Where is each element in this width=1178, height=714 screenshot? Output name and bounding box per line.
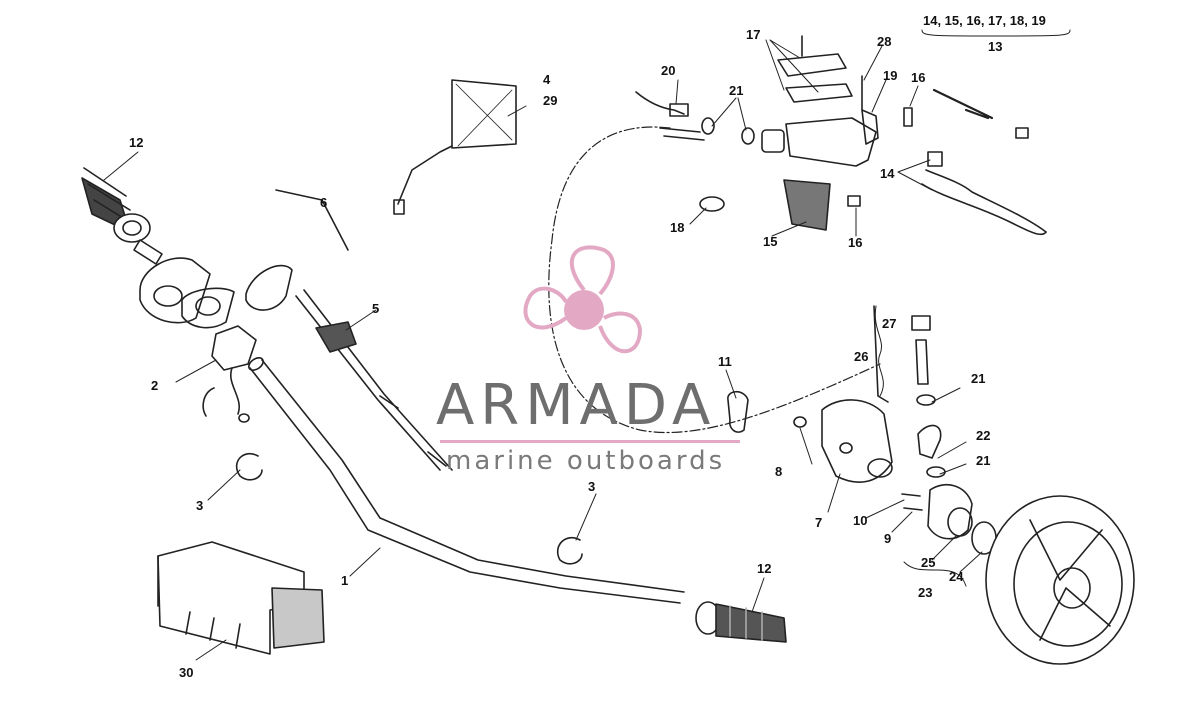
callout-27: 27 (882, 316, 897, 331)
cover-guard (157, 541, 325, 655)
watermark-rule (440, 440, 740, 443)
callout-5: 5 (372, 301, 380, 316)
callout-22: 22 (976, 428, 991, 443)
clip-ring-right (556, 536, 583, 565)
clip-ring-left (235, 452, 263, 481)
callout-17: 17 (746, 27, 761, 42)
callout-14: 14 (880, 166, 895, 181)
callout-9: 9 (884, 531, 892, 546)
callout-16-top: 16 (911, 70, 926, 85)
callout-10: 10 (853, 513, 868, 528)
clutch-cover (985, 495, 1135, 665)
callout-13: 13 (988, 39, 1003, 54)
callout-28: 28 (877, 34, 892, 49)
callout-30: 30 (179, 665, 194, 680)
callout-21-middle: 21 (971, 371, 986, 386)
leader-lines (103, 29, 1071, 661)
switch-housing (139, 189, 349, 329)
handlebar-tube (248, 357, 685, 604)
mirror (393, 79, 517, 215)
callout-23: 23 (918, 585, 933, 600)
callout-8: 8 (775, 464, 783, 479)
watermark-propeller-logo (523, 245, 643, 354)
callout-16-bottom: 16 (848, 235, 863, 250)
callout-3-right: 3 (588, 479, 596, 494)
callout-1: 1 (341, 573, 349, 588)
callout-21-bottom: 21 (976, 453, 991, 468)
watermark-subtitle: marine outboards (446, 446, 726, 476)
callout-12-left: 12 (129, 135, 144, 150)
callout-6: 6 (320, 195, 328, 210)
callout-29: 29 (543, 93, 558, 108)
master-cylinder (635, 35, 1047, 236)
callout-21-top: 21 (729, 83, 744, 98)
brake-hose (548, 126, 881, 434)
callout-12-right: 12 (757, 561, 772, 576)
bleed-fitting (873, 305, 946, 478)
callout-25: 25 (921, 555, 936, 570)
throttle-cables (295, 289, 453, 471)
hose-clamp (727, 390, 749, 433)
callout-11: 11 (718, 354, 732, 369)
callout-26: 26 (854, 349, 869, 364)
left-grip (81, 167, 163, 265)
callout-18: 18 (670, 220, 685, 235)
callout-24: 24 (949, 569, 964, 584)
callout-15: 15 (763, 234, 778, 249)
callout-19: 19 (883, 68, 898, 83)
right-grip (695, 601, 787, 643)
callout-3-left: 3 (196, 498, 204, 513)
callout-13-set: 14, 15, 16, 17, 18, 19 (923, 13, 1046, 28)
callout-7: 7 (815, 515, 823, 530)
callout-20: 20 (661, 63, 676, 78)
watermark-title: ARMADA (436, 373, 717, 438)
switch-block (202, 325, 257, 423)
caliper-bracket (793, 399, 893, 483)
callout-2: 2 (151, 378, 159, 393)
callout-4: 4 (543, 72, 551, 87)
